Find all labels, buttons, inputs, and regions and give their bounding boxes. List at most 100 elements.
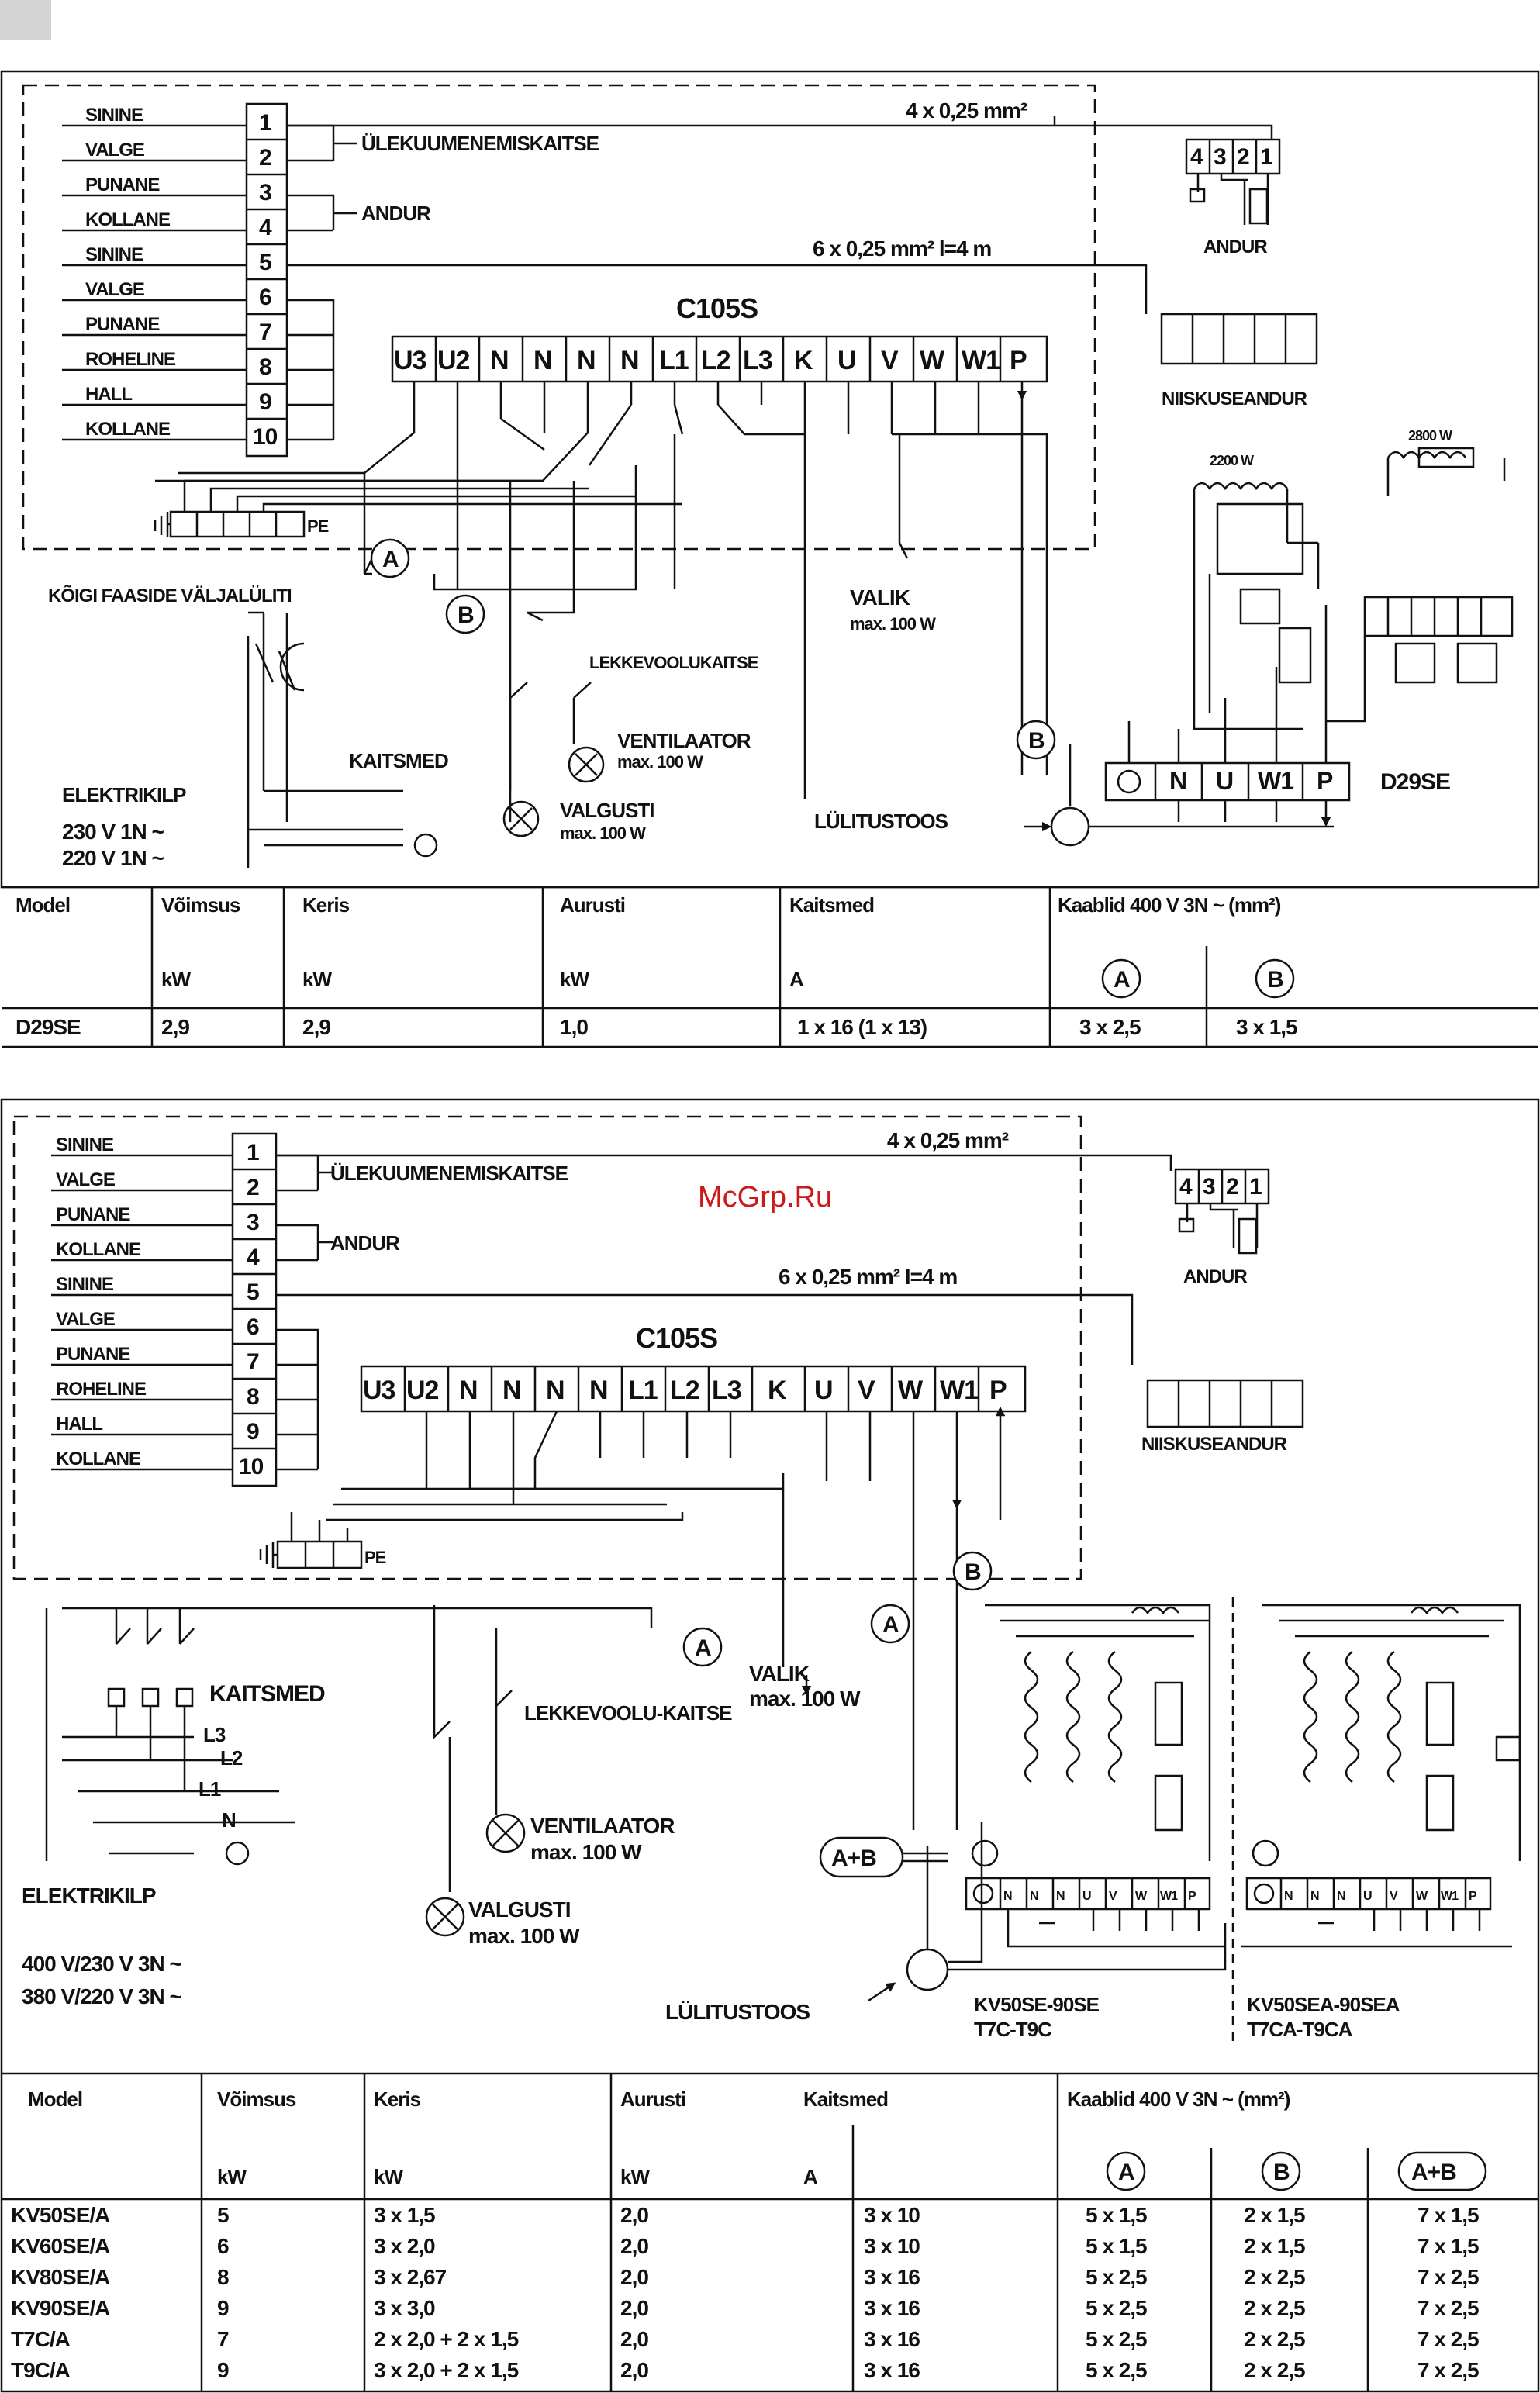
table-cell: 2 x 2,5	[1244, 2358, 1305, 2382]
heater-terminal: V	[1109, 1890, 1117, 1903]
sensor-caption: ANDUR	[1203, 237, 1267, 257]
terminal-1: 1	[259, 110, 271, 136]
table-cell: 2 x 2,5	[1244, 2327, 1305, 2351]
terminal-5: 5	[247, 1279, 259, 1305]
humidity-sensor-label: NIISKUSEANDUR	[1141, 1434, 1287, 1455]
terminal-10: 10	[253, 424, 278, 450]
wire-color-10: KOLLANE	[85, 419, 171, 440]
ctl-terminal: U	[837, 346, 856, 375]
ctl-terminal: U2	[437, 346, 470, 375]
table-cell: T9C/A	[11, 2358, 71, 2382]
ctl-terminal: L1	[628, 1376, 658, 1405]
model-left-2: T7C-T9C	[974, 2018, 1052, 2041]
optional-label: VALIK	[850, 585, 910, 609]
table-cell: 2,9	[161, 1015, 189, 1039]
terminal-6: 6	[259, 285, 271, 310]
terminal-block-1	[245, 102, 288, 458]
terminal-2: 2	[247, 1175, 259, 1200]
marker-b: B	[965, 1559, 981, 1585]
diagram-1-controller-boundary	[22, 84, 1096, 551]
table-unit: A	[789, 968, 804, 991]
voltage-2: 380 V/220 V 3N ~	[22, 1984, 181, 2008]
pe-label: PE	[307, 516, 329, 536]
table-cell: 9	[217, 2358, 229, 2382]
marker-ab: A+B	[831, 1846, 876, 1871]
sensor-label: ANDUR	[361, 202, 431, 225]
heater-terminal: P	[1188, 1890, 1196, 1903]
sensor-pin: 1	[1260, 144, 1272, 170]
phase-label: L3	[203, 1723, 226, 1746]
table-cell: 7 x 1,5	[1417, 2203, 1479, 2227]
cable-head-a: A	[1114, 967, 1130, 993]
terminal-2: 2	[259, 145, 271, 171]
multipole-switch-label: KÕIGI FAASIDE VÄLJALÜLITI	[48, 585, 292, 606]
ctl-terminal: W	[920, 346, 945, 375]
table-cell: 5 x 2,5	[1086, 2296, 1147, 2320]
terminal-4: 4	[259, 215, 272, 240]
ctl-terminal: U	[814, 1376, 833, 1405]
heater-terminal: W	[1135, 1890, 1148, 1903]
sensor-label: ANDUR	[330, 1231, 400, 1255]
ctl-terminal: W1	[962, 346, 1000, 375]
table-unit: kW	[161, 968, 191, 991]
table-cell: 2,0	[620, 2203, 648, 2227]
model-right: KV50SEA-90SEA	[1247, 1993, 1400, 2016]
table-cell: 9	[217, 2296, 229, 2320]
wire-color-3: PUNANE	[85, 174, 160, 195]
table-cell: 3 x 3,0	[374, 2296, 435, 2320]
ctl-terminal: V	[881, 346, 899, 375]
terminal-block-2	[231, 1132, 278, 1487]
table-cell: 5 x 1,5	[1086, 2234, 1147, 2258]
table-cell: 5 x 2,5	[1086, 2327, 1147, 2351]
sensor-pin: 1	[1249, 1174, 1262, 1200]
table-cell: 1 x 16 (1 x 13)	[797, 1015, 927, 1039]
switch-box-label: LÜLITUSTOOS	[814, 810, 948, 833]
table-header: Aurusti	[620, 2087, 685, 2111]
ctl-terminal: N	[502, 1376, 521, 1405]
heater-terminal: W1	[1160, 1890, 1178, 1903]
ctl-terminal: N	[490, 346, 509, 375]
sensor-pins-2	[1174, 1168, 1270, 1255]
table-1-grid	[2, 886, 1538, 1048]
table-unit: kW	[374, 2165, 403, 2188]
wire-color-9: HALL	[85, 384, 132, 405]
overheat-label: ÜLEKUUMENEMISKAITSE	[361, 132, 599, 155]
table-header: Model	[16, 893, 70, 917]
ctl-terminal: L1	[659, 346, 689, 375]
diagram-2-controller-boundary	[12, 1115, 1082, 1580]
watermark: McGrp.Ru	[698, 1181, 832, 1214]
table-cell: 3 x 2,67	[374, 2265, 447, 2289]
diagram-1	[0, 70, 1540, 1048]
model-right-2: T7CA-T9CA	[1247, 2018, 1353, 2041]
wire-color-lines-2	[51, 1154, 233, 1471]
cable-4-label: 4 x 0,25 mm²	[887, 1128, 1009, 1152]
wire-color-1: SININE	[56, 1134, 114, 1155]
optional-max: max. 100 W	[749, 1687, 861, 1711]
table-cell: 2 x 1,5	[1244, 2234, 1305, 2258]
heater-terminal: N	[1284, 1890, 1293, 1903]
heater-terminal: V	[1390, 1890, 1398, 1903]
model-terminal: P	[1317, 767, 1333, 795]
fan-label: VENTILAATOR	[617, 729, 751, 752]
voltage-2: 220 V 1N ~	[62, 846, 164, 870]
sensor-pin: 2	[1237, 144, 1249, 170]
phase-label: N	[222, 1808, 236, 1832]
table-cell: 5 x 2,5	[1086, 2358, 1147, 2382]
table-cell: 5 x 1,5	[1086, 2203, 1147, 2227]
phase-label: L1	[199, 1777, 221, 1801]
table-cell: KV90SE/A	[11, 2296, 110, 2320]
cable-head-b: B	[1267, 967, 1283, 993]
wire-color-8: ROHELINE	[85, 349, 176, 370]
terminal-8: 8	[259, 354, 271, 380]
supply-label: ELEKTRIKILP	[62, 783, 186, 806]
overheat-label: ÜLEKUUMENEMISKAITSE	[330, 1162, 568, 1185]
diagram-2-frame	[0, 1098, 1540, 2393]
wire-color-4: KOLLANE	[85, 209, 171, 230]
model-terminal: N	[1169, 767, 1186, 795]
terminal-9: 9	[259, 389, 271, 415]
ctl-terminal: L2	[701, 346, 730, 375]
wire-color-lines-1	[62, 124, 247, 441]
heater-terminal: N	[1003, 1890, 1012, 1903]
ctl-terminal: N	[459, 1376, 478, 1405]
